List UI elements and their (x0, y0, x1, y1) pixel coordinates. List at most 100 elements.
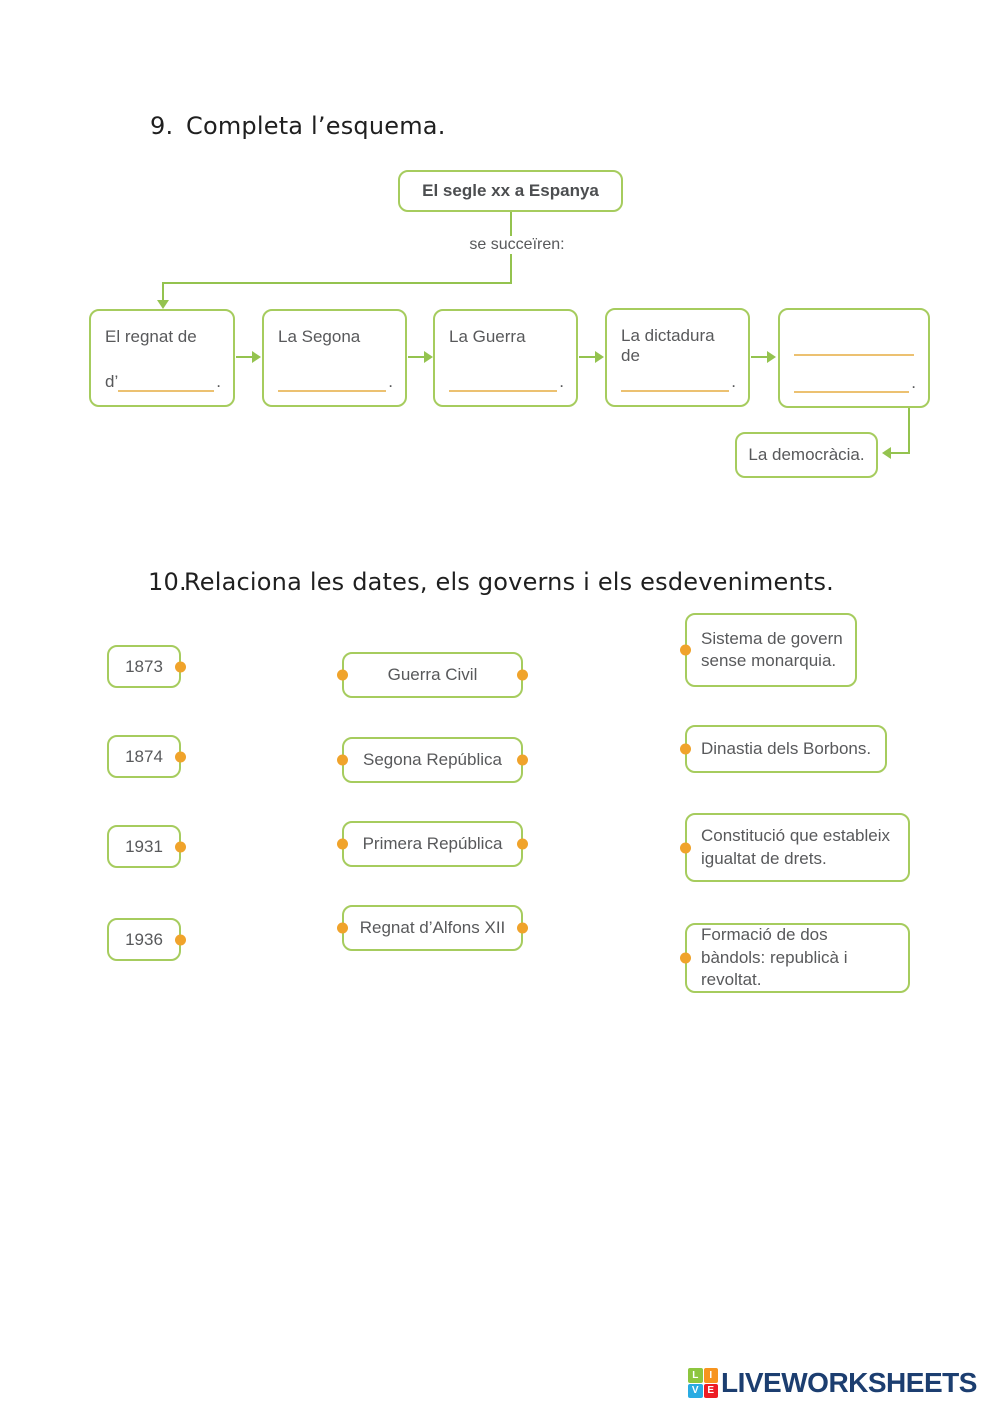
answer-suffix: . (911, 373, 916, 392)
sequence-box-5-answer-line-1 (794, 344, 914, 356)
final-box: La democràcia. (735, 432, 878, 478)
connector-line (891, 452, 910, 454)
answer-blank[interactable] (794, 381, 910, 393)
exercise10-number: 10. (148, 568, 187, 596)
event-box-2: Dinastia dels Borbons. (680, 725, 887, 773)
connector-line (579, 356, 596, 358)
answer-suffix: . (559, 372, 564, 391)
match-dot-date-1874[interactable] (175, 751, 186, 762)
answer-suffix: . (731, 372, 736, 391)
government-label: Segona República (363, 750, 502, 769)
sequence-box-4-answer-line: . (621, 372, 736, 392)
scheme-root-label: El segle xx a Espanya (422, 181, 599, 200)
date-box-1931: 1931 (107, 825, 186, 868)
logo-square-i: I (703, 1368, 718, 1383)
answer-blank[interactable] (449, 380, 558, 392)
connector-label: se succeïren: (452, 236, 582, 254)
arrow-down-icon (157, 300, 169, 309)
event-label: Dinastia dels Borbons. (701, 738, 872, 758)
liveworksheets-logo: L I V E LIVEWORKSHEETS (688, 1368, 977, 1398)
arrow-right-icon (595, 351, 604, 363)
match-dot-event-3[interactable] (680, 842, 691, 853)
liveworksheets-logo-text: LIVEWORKSHEETS (721, 1367, 977, 1398)
arrow-right-icon (252, 351, 261, 363)
answer-suffix: . (216, 372, 221, 391)
event-label: Formació de dos bàndols: republicà i rev… (701, 925, 848, 990)
answer-blank[interactable] (621, 380, 730, 392)
connector-line (162, 282, 512, 284)
answer-blank[interactable] (278, 380, 387, 392)
match-dot-date-1873[interactable] (175, 661, 186, 672)
exercise9-heading: 9. Completa l’esquema. (150, 112, 446, 140)
sequence-box-2-text: La Segona (278, 327, 391, 347)
match-dot-gov-right-3[interactable] (517, 838, 528, 850)
date-box-1873: 1873 (107, 645, 186, 688)
match-dot-gov-right-4[interactable] (517, 922, 528, 934)
sequence-box-1-text: El regnat de (105, 327, 219, 347)
sequence-box-4-label: La dictadura de (621, 326, 715, 365)
exercise10-heading: 10. Relaciona les dates, els governs i e… (148, 568, 834, 596)
date-label: 1874 (125, 746, 163, 766)
event-box-4: Formació de dos bàndols: republicà i rev… (680, 923, 910, 993)
sequence-box-3-label: La Guerra (449, 327, 526, 346)
match-dot-gov-right-2[interactable] (517, 754, 528, 766)
date-label: 1873 (125, 656, 163, 676)
sequence-box-3: La Guerra . (433, 309, 578, 407)
event-box-3: Constitució que estableix igualtat de dr… (680, 813, 910, 882)
government-box-primera-republica: Primera República (337, 821, 528, 867)
match-dot-date-1931[interactable] (175, 841, 186, 852)
connector-line (408, 356, 425, 358)
answer-blank[interactable] (794, 344, 914, 356)
answer-suffix: . (388, 372, 393, 391)
government-box-guerra-civil: Guerra Civil (337, 652, 528, 698)
match-dot-gov-left-3[interactable] (337, 838, 348, 850)
event-label: Sistema de govern sense monarquia. (701, 628, 843, 670)
sequence-box-4: La dictadura de . (605, 308, 750, 407)
sequence-box-3-answer-line: . (449, 372, 564, 392)
date-label: 1936 (125, 929, 163, 949)
logo-square-l: L (688, 1368, 703, 1383)
answer-blank[interactable] (118, 380, 215, 392)
scheme-root-box: El segle xx a Espanya (398, 170, 623, 212)
match-dot-gov-right-1[interactable] (517, 669, 528, 681)
sequence-box-3-text: La Guerra (449, 327, 562, 347)
logo-square-v: V (688, 1383, 703, 1398)
arrow-right-icon (767, 351, 776, 363)
arrow-right-icon (424, 351, 433, 363)
exercise10-title: Relaciona les dates, els governs i els e… (184, 568, 834, 596)
date-box-1936: 1936 (107, 918, 186, 961)
sequence-box-1-answer-line: d’ . (105, 372, 221, 392)
event-box-1: Sistema de govern sense monarquia. (680, 613, 857, 687)
sequence-box-1-label: El regnat de (105, 327, 197, 346)
logo-square-e: E (703, 1383, 718, 1398)
sequence-box-4-text: La dictadura de (621, 326, 734, 366)
match-dot-event-1[interactable] (680, 644, 691, 656)
sequence-box-5-answer-line-2: . (794, 373, 916, 393)
event-label: Constitució que estableix igualtat de dr… (701, 826, 891, 868)
connector-line (236, 356, 253, 358)
government-label: Regnat d’Alfons XII (359, 918, 506, 937)
sequence-box-2: La Segona . (262, 309, 407, 407)
match-dot-event-2[interactable] (680, 743, 691, 755)
answer-prefix: d’ (105, 372, 119, 391)
sequence-box-1: El regnat de d’ . (89, 309, 235, 407)
exercise9-number: 9. (150, 112, 174, 140)
match-dot-date-1936[interactable] (175, 934, 186, 945)
date-label: 1931 (125, 836, 163, 856)
exercise9-title: Completa l’esquema. (186, 112, 446, 140)
connector-line (908, 408, 910, 454)
match-dot-gov-left-1[interactable] (337, 669, 348, 681)
match-dot-gov-left-4[interactable] (337, 922, 348, 934)
sequence-box-2-answer-line: . (278, 372, 393, 392)
government-label: Primera República (362, 834, 503, 853)
sequence-box-5: . (778, 308, 930, 408)
sequence-box-2-label: La Segona (278, 327, 361, 346)
final-box-label: La democràcia. (748, 445, 865, 464)
connector-line (162, 282, 164, 301)
connector-line (751, 356, 768, 358)
arrow-left-icon (882, 447, 891, 459)
date-box-1874: 1874 (107, 735, 186, 778)
match-dot-event-4[interactable] (680, 952, 691, 964)
match-dot-gov-left-2[interactable] (337, 754, 348, 766)
